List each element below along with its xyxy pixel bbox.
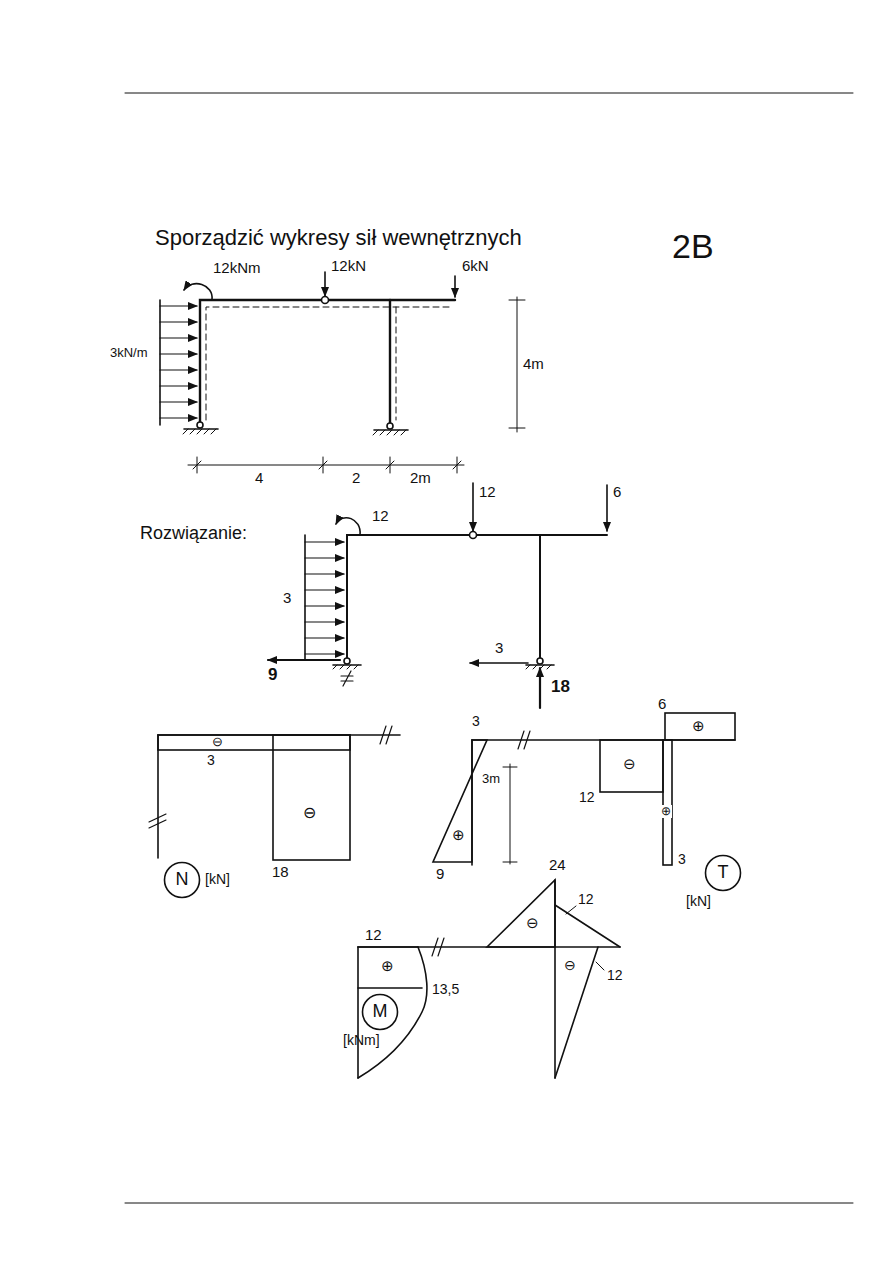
value-label: 12 — [365, 927, 382, 944]
value-label: 4 — [255, 470, 263, 487]
value-label: ⊕ — [660, 805, 672, 818]
value-label: 2B — [672, 228, 714, 265]
symbol-circle: T[kN] — [704, 854, 742, 892]
value-label: 3 — [207, 753, 215, 768]
value-label: 3m — [482, 772, 500, 786]
value-label: 3kN/m — [110, 346, 148, 360]
value-label: 12 — [479, 484, 496, 501]
symbol-letter: T — [718, 863, 729, 883]
value-label: 12 — [372, 508, 389, 525]
value-label: 6kN — [462, 258, 489, 275]
value-label: 3 — [678, 852, 686, 867]
value-label: 3 — [472, 714, 480, 729]
value-label: 6 — [613, 484, 621, 501]
unit-label: [kNm] — [343, 1033, 380, 1048]
value-label: 9 — [436, 866, 444, 883]
value-label: ⊕ — [692, 718, 705, 735]
value-label: 2 — [352, 470, 360, 487]
value-label: 3 — [283, 590, 291, 607]
value-label: 18 — [272, 864, 289, 881]
value-label: ⊖ — [303, 804, 316, 822]
value-label: 9 — [268, 666, 277, 685]
value-label: ⊕ — [381, 958, 394, 975]
value-label: 18 — [551, 678, 570, 697]
symbol-letter: N — [176, 870, 189, 890]
value-label: 2m — [410, 470, 431, 487]
value-label: ⊖ — [526, 915, 539, 932]
symbol-circle: M[kNm] — [361, 993, 399, 1031]
value-label: ⊕ — [452, 827, 465, 844]
value-label: 12kN — [331, 258, 366, 275]
unit-label: [kN] — [205, 872, 230, 887]
value-label: 13,5 — [432, 982, 459, 997]
symbol-circle: N[kN] — [163, 861, 201, 899]
value-label: 6 — [658, 696, 666, 713]
value-label: 12 — [578, 892, 594, 907]
value-label: Rozwiązanie: — [140, 524, 247, 544]
value-label: 12 — [579, 790, 595, 805]
value-label: 3 — [495, 640, 503, 657]
value-label: 12 — [607, 968, 623, 983]
value-label: ⊖ — [564, 958, 576, 973]
value-label: 4m — [523, 356, 544, 373]
symbol-letter: M — [373, 1002, 388, 1022]
value-label: 12kNm — [213, 260, 261, 277]
title-text: Sporządzić wykresy sił wewnętrznych — [155, 226, 522, 250]
value-label: 24 — [549, 857, 566, 874]
value-label: ⊖ — [623, 756, 636, 773]
value-label: ⊖ — [212, 735, 223, 749]
unit-label: [kN] — [686, 894, 711, 909]
